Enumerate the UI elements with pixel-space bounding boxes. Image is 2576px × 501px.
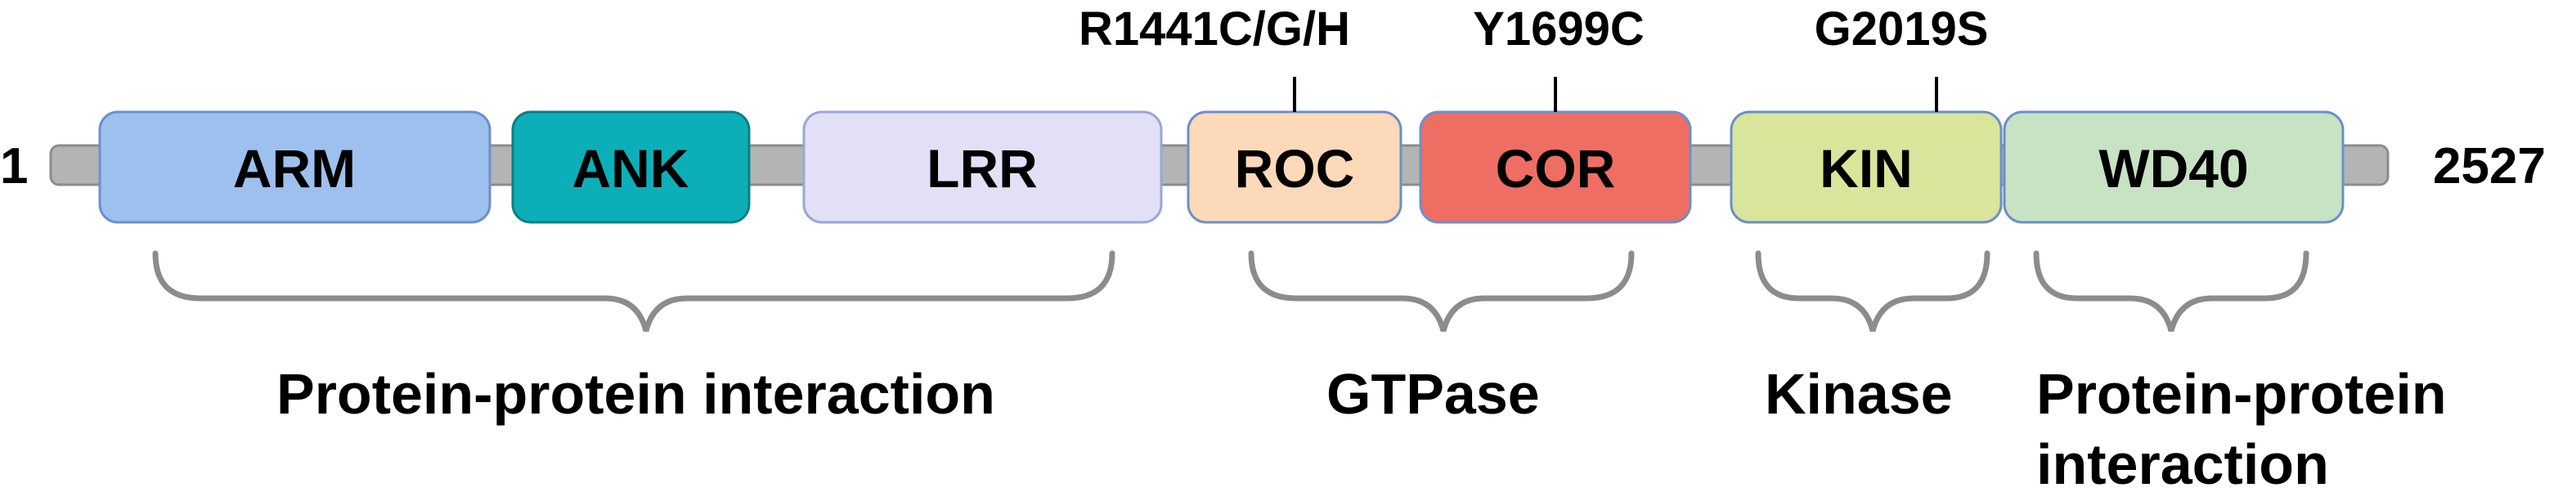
domain-ank-box xyxy=(511,110,751,224)
brace-protein-protein-interaction xyxy=(152,250,1115,332)
mutation-r1441: R1441C/G/H xyxy=(1079,2,1350,112)
group-label-wd40-line1: Protein-protein xyxy=(2036,362,2447,426)
domain-wd40: WD40 xyxy=(2003,110,2345,224)
domain-lrr: LRR xyxy=(802,110,1163,224)
group-label-gtpase: GTPase xyxy=(1326,362,1540,426)
brace-wd40-interaction xyxy=(2033,250,2309,332)
domain-cor: COR xyxy=(1419,110,1692,224)
mutation-g2019s: G2019S xyxy=(1815,2,1989,112)
domain-kin-label: KIN xyxy=(1820,138,1913,199)
brace-kinase xyxy=(1755,250,1990,332)
domain-kin: KIN xyxy=(1730,110,2003,224)
domain-ank: ANK xyxy=(511,110,751,224)
mutation-y1699c: Y1699C xyxy=(1473,2,1645,112)
group-label-protein-protein-interaction: Protein-protein interaction xyxy=(276,362,995,426)
domain-ank-label: ANK xyxy=(572,138,689,199)
end-residue-label: 2527 xyxy=(2433,138,2546,195)
start-residue-label: 1 xyxy=(0,138,28,195)
domain-wd40-box xyxy=(2003,110,2345,224)
domain-arm-label: ARM xyxy=(233,138,356,199)
domain-lrr-box xyxy=(802,110,1163,224)
mutation-g2019s-label: G2019S xyxy=(1815,2,1989,56)
domain-kin-box xyxy=(1730,110,2003,224)
domain-wd40-label: WD40 xyxy=(2098,138,2248,199)
group-label-wd40-line2: interaction xyxy=(2036,432,2329,496)
mutation-y1699c-label: Y1699C xyxy=(1473,2,1645,56)
domain-lrr-label: LRR xyxy=(927,138,1038,199)
group-label-kinase: Kinase xyxy=(1765,362,1953,426)
domain-arm-box xyxy=(98,110,491,224)
domain-arm: ARM xyxy=(98,110,491,224)
domain-cor-label: COR xyxy=(1496,138,1616,199)
brace-gtpase xyxy=(1248,250,1635,332)
mutation-r1441-label: R1441C/G/H xyxy=(1079,2,1350,56)
domain-roc-label: ROC xyxy=(1235,138,1355,199)
domain-roc: ROC xyxy=(1187,110,1402,224)
